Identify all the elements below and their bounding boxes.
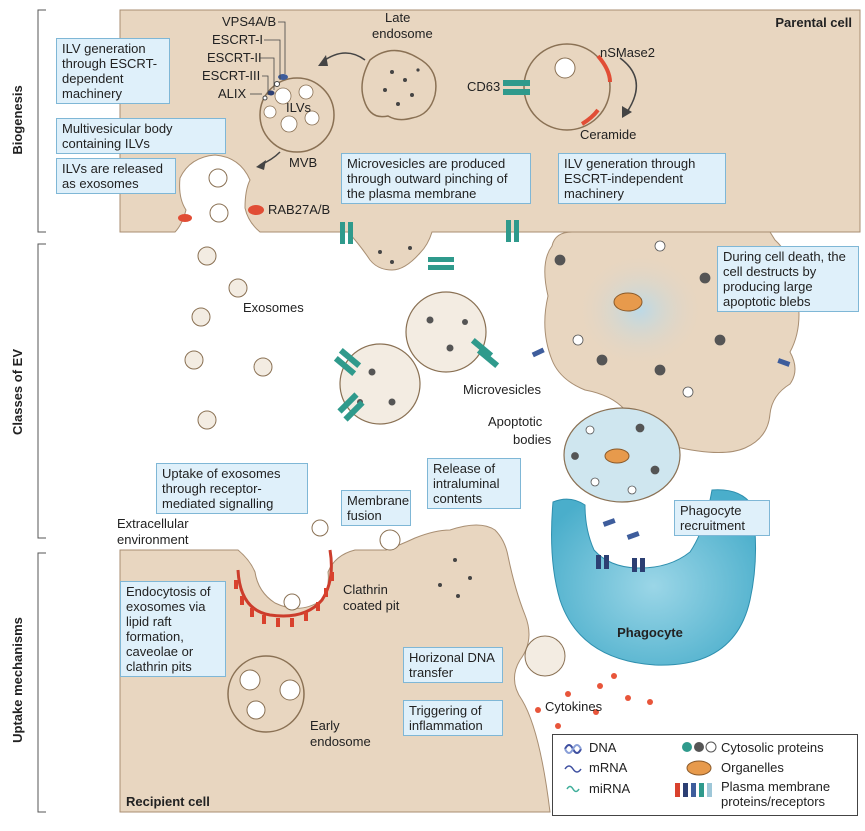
legend-icons xyxy=(564,741,717,797)
callout-release-intraluminal: Release of intraluminal contents xyxy=(427,458,521,509)
ceramide-domain xyxy=(596,54,612,83)
vps4-label: VPS4A/B xyxy=(222,14,276,29)
rab27-label: RAB27A/B xyxy=(268,202,330,217)
early-endosome-label-2: endosome xyxy=(310,734,371,749)
exosome-vesicles xyxy=(184,246,273,430)
callout-released: ILVs are released as exosomes xyxy=(56,158,176,194)
microvesicles-label: Microvesicles xyxy=(463,382,542,397)
recruitment-signals xyxy=(531,347,791,540)
apoptotic-nucleus-glow xyxy=(575,252,705,368)
late-endosome-label-2: endosome xyxy=(372,26,433,41)
section-uptake: Uptake mechanisms xyxy=(10,617,25,743)
callout-cell-death: During cell death, the cell destructs by… xyxy=(717,246,859,312)
pm-receptors-parental xyxy=(340,220,519,270)
apoptotic-body-particles xyxy=(571,423,660,495)
cd63-receptor xyxy=(503,80,530,95)
microvesicle-budding-contents xyxy=(378,246,412,264)
apoptotic-bodies-label: Apoptotic xyxy=(488,414,543,429)
legend-organelles: Organelles xyxy=(721,760,784,775)
legend-cytosolic: Cytosolic proteins xyxy=(721,740,824,755)
callout-phagocyte-recruitment: Phagocyte recruitment xyxy=(674,500,770,536)
rab27-protein-2 xyxy=(178,214,192,222)
callout-horizontal-dna: Horizonal DNA transfer xyxy=(403,647,503,683)
late-endosome-label: Late xyxy=(385,10,410,25)
legend-mirna: miRNA xyxy=(589,781,631,796)
apoptotic-bodies-label-2: bodies xyxy=(513,432,552,447)
cd63-label: CD63 xyxy=(467,79,500,94)
callout-inflammation: Triggering of inflammation xyxy=(403,700,503,736)
cytokines xyxy=(535,673,653,729)
escrt3-label: ESCRT-III xyxy=(202,68,260,83)
fusion-vesicle xyxy=(379,529,401,551)
organelle xyxy=(613,292,643,312)
phagocyte-label: Phagocyte xyxy=(617,625,683,640)
callout-escrt-independent: ILV generation through ESCRT-independent… xyxy=(558,153,726,204)
section-classes-of-ev: Classes of EV xyxy=(10,349,25,435)
released-exosomes xyxy=(208,168,229,223)
section-dividers xyxy=(37,9,46,813)
cytokines-label: Cytokines xyxy=(545,699,603,714)
late-endosome xyxy=(361,49,437,121)
pit-exosome xyxy=(283,593,301,611)
escrt-independent-vesicle xyxy=(523,43,611,131)
escrt-complexes xyxy=(262,74,288,101)
escrt1-label: ESCRT-I xyxy=(212,32,263,47)
rab27-protein xyxy=(248,205,264,215)
extracellular-label: Extracellular xyxy=(117,516,189,531)
callout-microvesicles-produced: Microvesicles are produced through outwa… xyxy=(341,153,531,204)
legend-dna: DNA xyxy=(589,740,617,755)
ilv-vesicles xyxy=(263,84,320,133)
ilvs-label: ILVs xyxy=(286,100,312,115)
exosomes-label: Exosomes xyxy=(243,300,304,315)
late-endosome-contents xyxy=(383,68,420,106)
clathrin-receptors xyxy=(234,572,334,627)
ceramide-label: Ceramide xyxy=(580,127,636,142)
recipient-cell-label: Recipient cell xyxy=(126,794,210,809)
alix-label: ALIX xyxy=(218,86,247,101)
escrt-leader-lines xyxy=(250,21,286,95)
microvesicles xyxy=(333,291,500,425)
extracellular-label-2: environment xyxy=(117,532,189,547)
callout-endocytosis: Endocytosis of exosomes via lipid raft f… xyxy=(120,581,226,677)
phagocyte-receptors xyxy=(596,555,645,572)
intraluminal-contents xyxy=(438,558,472,598)
legend: DNA mRNA miRNA Cytosolic proteins Organe… xyxy=(552,734,858,816)
callout-uptake-receptor: Uptake of exosomes through receptor-medi… xyxy=(156,463,308,514)
escrt2-label: ESCRT-II xyxy=(207,50,262,65)
mvb-label: MVB xyxy=(289,155,317,170)
nsmase2-label: nSMase2 xyxy=(600,45,655,60)
section-biogenesis: Biogenesis xyxy=(10,85,25,154)
ceramide-domain-2 xyxy=(580,108,600,126)
recipient-cell xyxy=(119,524,551,813)
callout-membrane-fusion: Membrane fusion xyxy=(341,490,411,526)
docking-exosome xyxy=(311,519,329,537)
legend-mrna: mRNA xyxy=(589,760,628,775)
nsmase2-arrow xyxy=(619,57,638,116)
clathrin-label: Clathrin xyxy=(343,582,388,597)
callout-escrt-dependent: ILV generation through ESCRT-dependent m… xyxy=(56,38,170,104)
dna-transfer-vesicle xyxy=(524,635,566,677)
early-endosome-label: Early xyxy=(310,718,340,733)
legend-pm-proteins: Plasma membrane proteins/receptors xyxy=(721,779,831,809)
parental-cell-label: Parental cell xyxy=(775,15,852,30)
clathrin-label-2: coated pit xyxy=(343,598,400,613)
callout-mvb-containing: Multivesicular body containing ILVs xyxy=(56,118,226,154)
